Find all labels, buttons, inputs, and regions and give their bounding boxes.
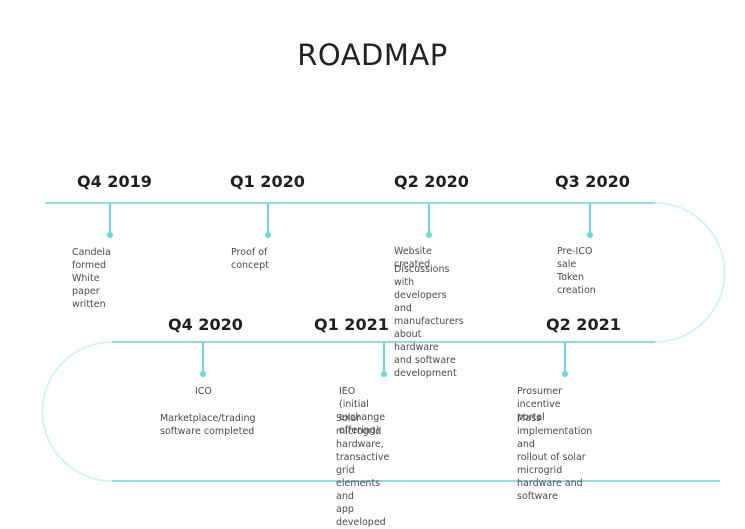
milestone-item: IEO (initial exchange offering) (339, 386, 386, 436)
milestone-quarter: Q2 2020 (394, 172, 469, 191)
milestone-item: Marketplace/trading software completed (160, 413, 256, 437)
roadmap-diagram: ROADMAP (41, 38, 726, 528)
milestone-item: Solar microgrid hardware, transactive gr… (336, 413, 390, 528)
milestone-marker-q4-2020 (200, 342, 206, 377)
milestone-quarter: Q4 2020 (168, 315, 243, 334)
timeline-curve-right (654, 202, 726, 343)
milestone-item: ICO (195, 386, 212, 397)
milestone-item: Mass implementation and rollout of solar… (517, 413, 593, 502)
milestone-item: Website created (394, 246, 432, 270)
milestone-quarter: Q1 2021 (314, 315, 389, 334)
milestone-marker-q1-2020 (265, 203, 271, 238)
milestone-quarter: Q3 2020 (555, 172, 630, 191)
milestone-marker-q2-2021 (562, 342, 568, 377)
milestone-item: Discussions with developers and manufact… (394, 264, 464, 379)
milestone-item: Prosumer incentive portal (517, 386, 563, 423)
timeline-curve-left (41, 341, 113, 482)
milestone-marker-q3-2020 (587, 203, 593, 238)
milestone-item: Pre-ICO sale Token creation (557, 246, 596, 296)
page-title: ROADMAP (297, 38, 448, 72)
timeline-track (41, 202, 726, 482)
milestone-marker-q2-2020 (426, 203, 432, 238)
milestone-quarter: Q2 2021 (546, 315, 621, 334)
milestone-quarter: Q4 2019 (77, 172, 152, 191)
milestone-quarter: Q1 2020 (230, 172, 305, 191)
milestone-item: Proof of concept (231, 247, 269, 271)
milestone-item: Candela formed White paper written (72, 247, 111, 310)
milestone-marker-q1-2021 (381, 342, 387, 377)
milestone-marker-q4-2019 (107, 203, 113, 238)
